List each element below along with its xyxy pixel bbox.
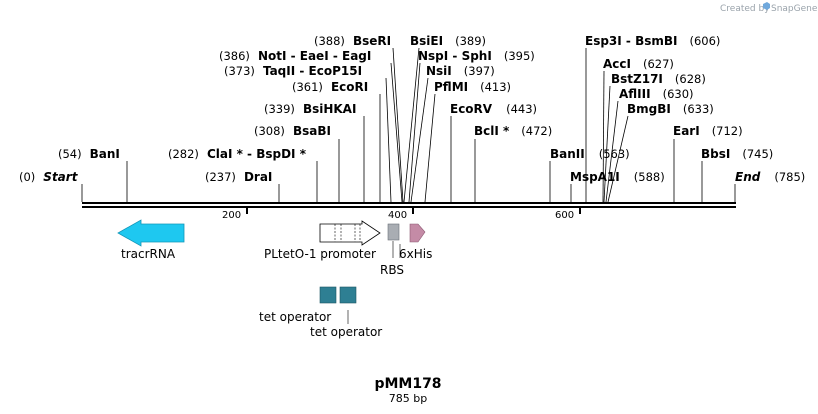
rbs-label: RBS	[380, 263, 404, 277]
promoter-feature[interactable]	[319, 220, 381, 246]
snapgene-logo-icon	[763, 2, 770, 10]
site-ecori: (361)EcoRI	[292, 80, 368, 94]
ruler-tick-600: 600	[555, 210, 574, 221]
site-afliii: AflIII(630)	[619, 87, 694, 101]
tet-operator-1-feature[interactable]	[319, 286, 337, 304]
site-bsihkai: (339)BsiHKAI	[264, 102, 356, 116]
site-acci: AccI(627)	[603, 57, 674, 71]
6xhis-feature[interactable]	[409, 223, 426, 243]
site-bstz17i: BstZ17I(628)	[611, 72, 706, 86]
site-banii: BanII(563)	[550, 147, 630, 161]
site-nspi-sphi: NspI - SphI(395)	[418, 49, 535, 63]
ruler: 200 400 600	[222, 208, 581, 221]
tet-operator-2-feature[interactable]	[339, 286, 357, 304]
plasmid-length: 785 bp	[389, 392, 427, 405]
site-leader-lines	[126, 47, 703, 203]
sequence-backbone	[82, 202, 736, 208]
site-bseri: (388)BseRI	[314, 34, 391, 48]
snapgene-brand-name: SnapGene	[771, 4, 818, 14]
tet-operator-2-label: tet operator	[310, 325, 382, 339]
tracrrna-feature[interactable]	[117, 219, 185, 247]
tet-operator-1-label: tet operator	[259, 310, 331, 324]
site-pflmi: PflMI(413)	[434, 80, 511, 94]
site-bsiei: BsiEI(389)	[410, 34, 486, 48]
ruler-tick-200: 200	[222, 210, 241, 221]
site-mspa1i: MspA1I(588)	[570, 170, 665, 184]
plasmid-name: pMM178	[374, 376, 441, 392]
site-bani: (54)BanI	[58, 147, 120, 161]
created-by-label: Created by	[720, 4, 770, 14]
site-bcli: BclI *(472)	[474, 124, 552, 138]
site-taqii-ecop15i: (373)TaqII - EcoP15I	[224, 64, 362, 78]
site-nsii: NsiI(397)	[426, 64, 495, 78]
promoter-label: PLtetO-1 promoter	[264, 247, 376, 261]
site-start: (0)Start	[19, 170, 79, 184]
site-noti-eaei-eagi: (386)NotI - EaeI - EagI	[219, 49, 371, 63]
tracrrna-label: tracrRNA	[121, 247, 176, 261]
site-bmgbi: BmgBI(633)	[627, 102, 714, 116]
site-bbsi: BbsI(745)	[701, 147, 773, 161]
6xhis-label: 6xHis	[399, 247, 432, 261]
site-end: End(785)	[735, 170, 805, 184]
rbs-feature[interactable]	[387, 223, 400, 241]
site-esp3i-bsmbi: Esp3I - BsmBI(606)	[585, 34, 720, 48]
site-eari: EarI(712)	[673, 124, 743, 138]
site-bsabi: (308)BsaBI	[254, 124, 331, 138]
end-markers	[81, 184, 736, 202]
site-ecorv: EcoRV(443)	[450, 102, 537, 116]
site-labels: (0)Start (54)BanI (237)DraI (282)ClaI * …	[19, 34, 805, 184]
site-drai: (237)DraI	[205, 170, 272, 184]
site-clai-bspdi: (282)ClaI * - BspDI *	[168, 147, 307, 161]
ruler-tick-400: 400	[388, 210, 407, 221]
